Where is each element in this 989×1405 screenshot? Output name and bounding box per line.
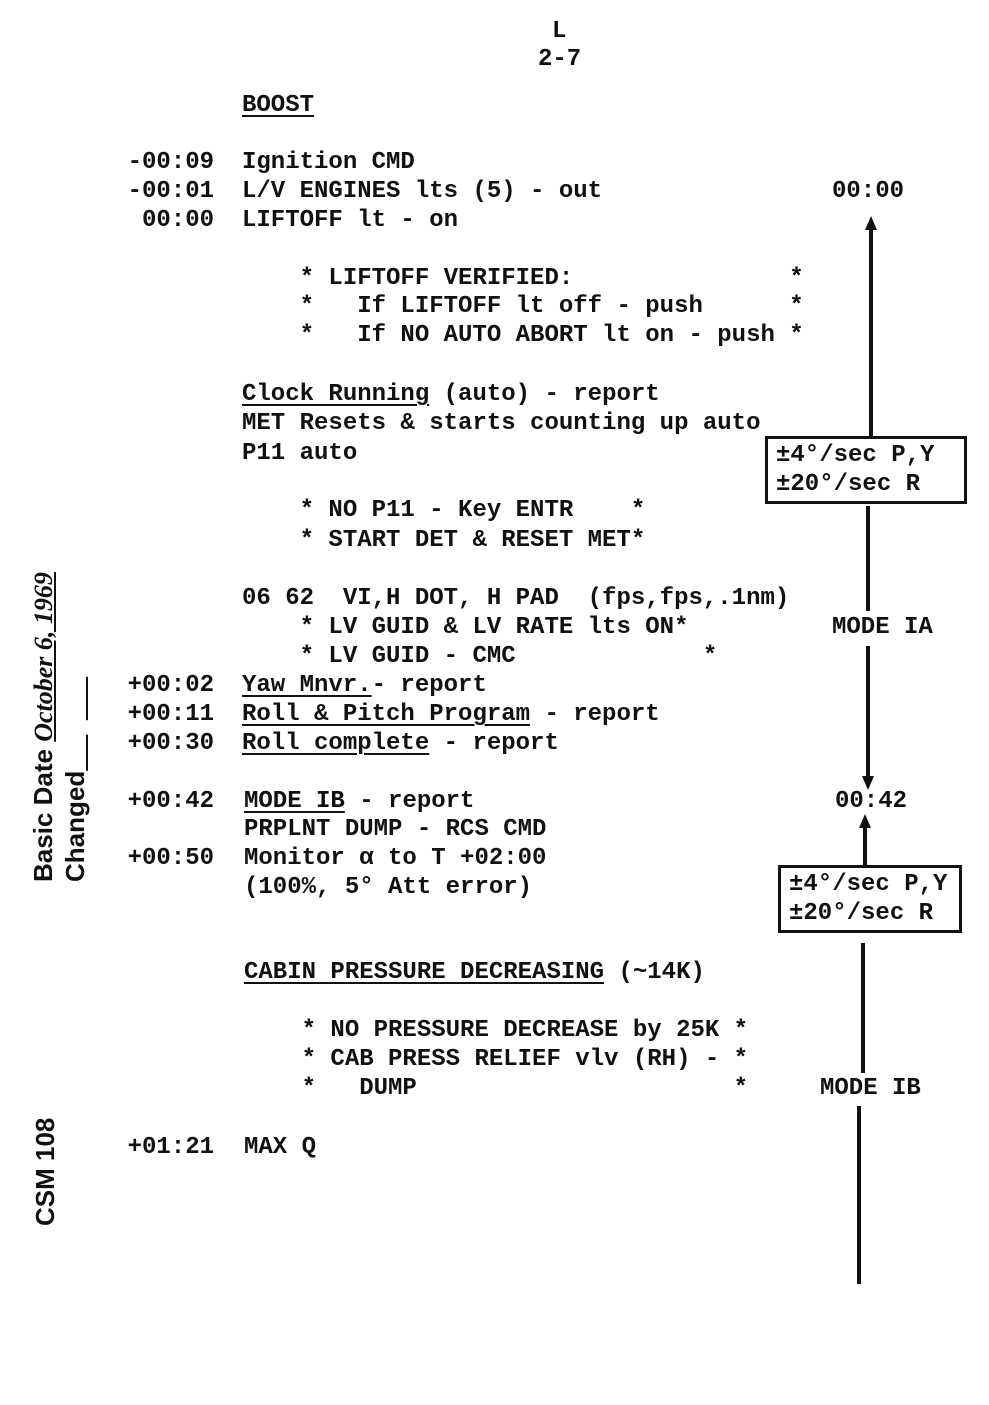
step-text: Ignition CMD bbox=[242, 149, 415, 176]
timeline-line bbox=[866, 646, 870, 776]
step-text: MAX Q bbox=[244, 1134, 317, 1161]
rate-limit-box-2: ±4°/sec P,Y±20°/sec R bbox=[778, 865, 962, 933]
row-time: +00:11 bbox=[127, 701, 214, 728]
checklist-step: * If LIFTOFF lt off - push * bbox=[242, 293, 804, 321]
basic-date-label: Basic Date bbox=[28, 749, 58, 882]
step-text: LIFTOFF lt - on bbox=[242, 207, 459, 234]
checklist-step: MAX Q bbox=[244, 1134, 316, 1162]
checklist-step: * NO P11 - Key ENTR * bbox=[242, 497, 646, 525]
timeline-line bbox=[869, 228, 873, 438]
step-text: * CAB PRESS RELIEF vlv (RH) - * bbox=[244, 1046, 749, 1073]
step-text: (auto) - report bbox=[429, 381, 660, 408]
timeline-line bbox=[863, 826, 867, 868]
timeline-line bbox=[861, 943, 865, 1073]
row-time: +01:21 bbox=[127, 1134, 214, 1161]
vehicle-id: CSM 108 bbox=[30, 1117, 60, 1226]
checklist-step: * If NO AUTO ABORT lt on - push * bbox=[242, 322, 804, 350]
step-text: (100%, 5° Att error) bbox=[244, 874, 533, 901]
step-text: * START DET & RESET MET* bbox=[242, 527, 646, 554]
checklist-step: * NO PRESSURE DECREASE by 25K * bbox=[244, 1017, 748, 1045]
step-text: 06 62 VI,H DOT, H PAD (fps,fps,.1nm) bbox=[242, 585, 790, 612]
step-text: MET Resets & starts counting up auto bbox=[242, 410, 761, 437]
checklist-step: PRPLNT DUMP - RCS CMD bbox=[244, 816, 546, 844]
step-text: * NO PRESSURE DECREASE by 25K * bbox=[244, 1017, 749, 1044]
rate-pitch-yaw: ±4°/sec P,Y bbox=[776, 442, 935, 469]
checklist-step: 06 62 VI,H DOT, H PAD (fps,fps,.1nm) bbox=[242, 585, 789, 613]
checklist-step: LIFTOFF lt - on bbox=[242, 207, 458, 235]
checklist-step: Monitor α to T +02:00 bbox=[244, 845, 546, 873]
checklist-step: MET Resets & starts counting up auto bbox=[242, 410, 760, 438]
checklist-step: * DUMP * bbox=[244, 1075, 748, 1103]
rate-pitch-yaw: ±4°/sec P,Y bbox=[789, 871, 948, 898]
checklist-step: * START DET & RESET MET* bbox=[242, 527, 646, 555]
checklist-step: CABIN PRESSURE DECREASING (~14K) bbox=[244, 959, 705, 987]
step-text: * LV GUID & LV RATE lts ON* bbox=[242, 614, 689, 641]
timeline-mid-time: 00:42 bbox=[835, 788, 908, 815]
step-underlined: Roll & Pitch Program bbox=[242, 701, 531, 728]
step-text: * LV GUID - CMC * bbox=[242, 643, 718, 670]
section-title: BOOST bbox=[242, 92, 315, 119]
step-text: L/V ENGINES lts (5) - out bbox=[242, 178, 603, 205]
row-time: +00:30 bbox=[127, 730, 214, 757]
checklist-step: L/V ENGINES lts (5) - out bbox=[242, 178, 602, 206]
checklist-step: Clock Running (auto) - report bbox=[242, 381, 660, 409]
checklist-step: (100%, 5° Att error) bbox=[244, 874, 532, 902]
changed: Changed bbox=[60, 677, 91, 882]
checklist-step: Roll & Pitch Program - report bbox=[242, 701, 660, 729]
step-text: - report bbox=[429, 730, 559, 757]
timeline-start-time: 00:00 bbox=[832, 178, 905, 205]
checklist-step: * LV GUID - CMC * bbox=[242, 643, 718, 671]
step-text: * If LIFTOFF lt off - push * bbox=[242, 293, 804, 320]
row-time: +00:50 bbox=[127, 845, 214, 872]
step-text: * LIFTOFF VERIFIED: * bbox=[242, 265, 804, 292]
step-underlined: MODE IB bbox=[244, 788, 345, 815]
arrow-up-icon bbox=[859, 814, 871, 828]
step-text: * NO P11 - Key ENTR * bbox=[242, 497, 646, 524]
page-number: 2-7 bbox=[538, 46, 582, 73]
step-text: - report bbox=[344, 788, 475, 815]
checklist-step: * CAB PRESS RELIEF vlv (RH) - * bbox=[244, 1046, 748, 1074]
checklist-step: * LIFTOFF VERIFIED: * bbox=[242, 265, 804, 293]
step-underlined: Clock Running bbox=[242, 381, 430, 408]
arrow-up-icon bbox=[865, 216, 877, 230]
checklist-step: Roll complete - report bbox=[242, 730, 559, 758]
checklist-step: Yaw Mnvr.- report bbox=[242, 672, 487, 700]
mode-ia-label: MODE IA bbox=[832, 614, 933, 642]
timeline-line bbox=[866, 506, 870, 611]
section-letter: L bbox=[552, 18, 567, 45]
row-time: -00:01 bbox=[127, 178, 214, 205]
basic-date: Basic Date October 6, 1969 bbox=[28, 572, 59, 882]
step-text: P11 auto bbox=[242, 440, 358, 467]
row-time: -00:09 bbox=[127, 149, 214, 176]
step-underlined: Yaw Mnvr. bbox=[242, 672, 372, 699]
rate-limit-box-1: ±4°/sec P,Y±20°/sec R bbox=[765, 436, 967, 504]
checklist-step: MODE IB - report bbox=[244, 788, 474, 816]
row-time: +00:02 bbox=[127, 672, 214, 699]
arrow-down-icon bbox=[862, 776, 874, 790]
step-text: * DUMP * bbox=[244, 1075, 749, 1102]
step-underlined: CABIN PRESSURE DECREASING bbox=[244, 959, 605, 986]
step-text: * If NO AUTO ABORT lt on - push * bbox=[242, 322, 804, 349]
checklist-step: P11 auto bbox=[242, 440, 357, 468]
checklist-step: * LV GUID & LV RATE lts ON* bbox=[242, 614, 689, 642]
changed-label: Changed bbox=[60, 770, 90, 882]
basic-date-value: October 6, 1969 bbox=[29, 572, 58, 742]
timeline-line bbox=[857, 1106, 861, 1284]
row-time: 00:00 bbox=[141, 207, 214, 234]
step-text: Monitor α to T +02:00 bbox=[244, 845, 547, 872]
row-time: +00:42 bbox=[127, 788, 214, 815]
step-text: - report bbox=[371, 672, 487, 699]
step-text: - report bbox=[530, 701, 660, 728]
mode-ib-label: MODE IB bbox=[820, 1075, 921, 1102]
step-underlined: Roll complete bbox=[242, 730, 430, 757]
rate-roll: ±20°/sec R bbox=[776, 471, 921, 498]
step-text: PRPLNT DUMP - RCS CMD bbox=[244, 816, 547, 843]
step-text: (~14K) bbox=[604, 959, 705, 986]
rate-roll: ±20°/sec R bbox=[789, 900, 934, 927]
checklist-step: Ignition CMD bbox=[242, 149, 415, 177]
